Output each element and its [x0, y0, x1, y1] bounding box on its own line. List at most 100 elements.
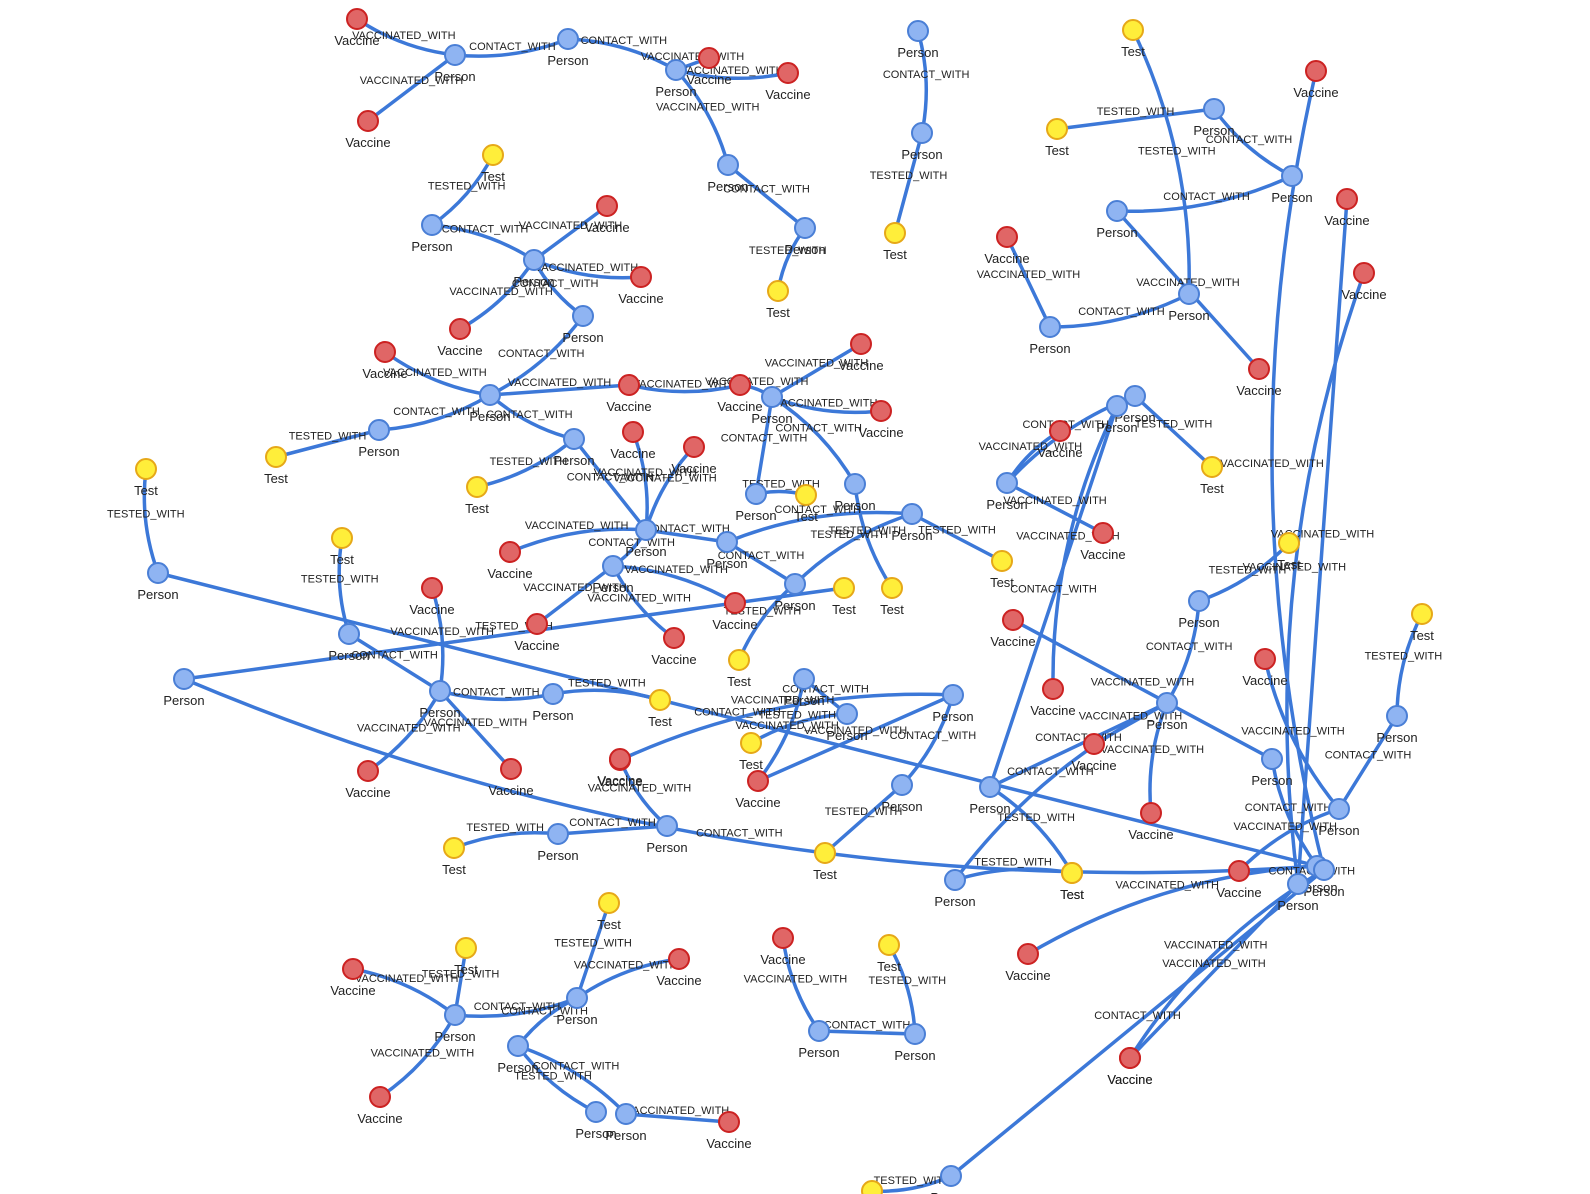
node-person[interactable]: Person — [497, 1035, 539, 1075]
node-test[interactable]: Test — [597, 892, 621, 932]
edge-contact-with[interactable] — [916, 29, 929, 135]
node-vaccine[interactable]: Vaccine — [606, 374, 652, 414]
person-node-circle[interactable] — [904, 1023, 926, 1045]
vaccine-node-circle[interactable] — [698, 47, 720, 69]
node-person[interactable]: Person — [646, 815, 688, 855]
node-person[interactable]: Person — [1277, 873, 1319, 913]
node-test[interactable]: Test — [880, 577, 904, 617]
node-person[interactable]: Person — [1271, 165, 1313, 205]
person-node-circle[interactable] — [147, 562, 169, 584]
node-test[interactable]: Test — [1060, 862, 1084, 902]
vaccine-node-circle[interactable] — [499, 541, 521, 563]
person-node-circle[interactable] — [368, 419, 390, 441]
person-node-circle[interactable] — [615, 1103, 637, 1125]
vaccine-node-circle[interactable] — [1305, 60, 1327, 82]
test-node-circle[interactable] — [1046, 118, 1068, 140]
node-person[interactable]: Person — [556, 987, 598, 1027]
edge-contact-with[interactable] — [566, 37, 678, 72]
node-vaccine[interactable]: Vaccine — [671, 436, 717, 476]
person-node-circle[interactable] — [745, 483, 767, 505]
vaccine-node-circle[interactable] — [618, 374, 640, 396]
edge-contact-with[interactable] — [1212, 107, 1294, 178]
edge-tested-with[interactable] — [1055, 107, 1216, 131]
node-person[interactable]: Person — [901, 122, 943, 162]
node-person[interactable]: Person — [1146, 692, 1188, 732]
edge-contact-with[interactable] — [1115, 174, 1294, 214]
node-vaccine[interactable]: Vaccine — [858, 400, 904, 440]
edge-vaccinated-with[interactable] — [575, 957, 681, 1000]
node-person[interactable]: Person — [532, 683, 574, 723]
vaccine-node-circle[interactable] — [342, 958, 364, 980]
edge-tested-with[interactable] — [452, 831, 560, 850]
test-node-circle[interactable] — [728, 649, 750, 671]
vaccine-node-circle[interactable] — [777, 62, 799, 84]
node-vaccine[interactable]: Vaccine — [1037, 420, 1083, 460]
node-vaccine[interactable]: Vaccine — [1071, 733, 1117, 773]
node-vaccine[interactable]: Vaccine — [990, 609, 1036, 649]
node-person[interactable]: Person — [1303, 859, 1345, 899]
node-test[interactable]: Test — [465, 476, 489, 516]
node-vaccine[interactable]: Vaccine — [686, 47, 732, 87]
person-node-circle[interactable] — [794, 217, 816, 239]
person-node-circle[interactable] — [444, 44, 466, 66]
vaccine-node-circle[interactable] — [1228, 860, 1250, 882]
node-test[interactable]: Test — [1277, 532, 1301, 572]
node-vaccine[interactable]: Vaccine — [735, 770, 781, 810]
person-node-circle[interactable] — [602, 555, 624, 577]
node-person[interactable]: Person — [930, 1165, 972, 1194]
node-vaccine[interactable]: Vaccine — [1341, 262, 1387, 302]
node-person[interactable]: Person — [1096, 200, 1138, 240]
person-node-circle[interactable] — [808, 1020, 830, 1042]
person-node-circle[interactable] — [563, 428, 585, 450]
person-node-circle[interactable] — [173, 668, 195, 690]
edge-vaccinated-with[interactable] — [1237, 807, 1341, 873]
person-node-circle[interactable] — [1188, 590, 1210, 612]
person-node-circle[interactable] — [542, 683, 564, 705]
edge-tested-with[interactable] — [1133, 394, 1214, 469]
node-person[interactable]: Person — [434, 1004, 476, 1044]
person-node-circle[interactable] — [996, 472, 1018, 494]
node-person[interactable]: Person — [419, 680, 461, 720]
person-node-circle[interactable] — [979, 776, 1001, 798]
node-vaccine[interactable]: Vaccine — [1242, 648, 1288, 688]
test-node-circle[interactable] — [1201, 456, 1223, 478]
edge-vaccinated-with[interactable] — [351, 967, 457, 1017]
vaccine-node-circle[interactable] — [1254, 648, 1276, 670]
person-node-circle[interactable] — [656, 815, 678, 837]
node-person[interactable]: Person — [707, 154, 749, 194]
vaccine-node-circle[interactable] — [772, 927, 794, 949]
person-node-circle[interactable] — [429, 680, 451, 702]
person-node-circle[interactable] — [716, 531, 738, 553]
test-node-circle[interactable] — [466, 476, 488, 498]
edge-contact-with[interactable] — [182, 677, 1319, 875]
person-node-circle[interactable] — [844, 473, 866, 495]
person-node-circle[interactable] — [585, 1101, 607, 1123]
node-person[interactable]: Person — [774, 573, 816, 613]
node-vaccine[interactable]: Vaccine — [765, 62, 811, 102]
test-node-circle[interactable] — [331, 527, 353, 549]
node-test[interactable]: Test — [727, 649, 751, 689]
person-node-circle[interactable] — [911, 122, 933, 144]
node-vaccine[interactable]: Vaccine — [1030, 678, 1076, 718]
edge-vaccinated-with[interactable] — [532, 258, 643, 280]
test-node-circle[interactable] — [482, 144, 504, 166]
person-node-circle[interactable] — [940, 1165, 962, 1187]
node-vaccine[interactable]: Vaccine — [712, 592, 758, 632]
vaccine-node-circle[interactable] — [421, 577, 443, 599]
node-vaccine[interactable]: Vaccine — [610, 421, 656, 461]
test-node-circle[interactable] — [1278, 532, 1300, 554]
node-person[interactable]: Person — [469, 384, 511, 424]
node-person[interactable]: Person — [798, 1020, 840, 1060]
person-node-circle[interactable] — [942, 684, 964, 706]
node-test[interactable]: Test — [330, 527, 354, 567]
vaccine-node-circle[interactable] — [1049, 420, 1071, 442]
person-node-circle[interactable] — [891, 774, 913, 796]
person-node-circle[interactable] — [836, 703, 858, 725]
node-vaccine[interactable]: Vaccine — [651, 627, 697, 667]
node-person[interactable]: Person — [706, 531, 748, 571]
edge-vaccinated-with[interactable] — [1051, 404, 1119, 691]
edge-vaccinated-with[interactable] — [1005, 481, 1105, 535]
node-vaccine[interactable]: Vaccine — [706, 1111, 752, 1151]
node-vaccine[interactable]: Vaccine — [1107, 1047, 1153, 1087]
